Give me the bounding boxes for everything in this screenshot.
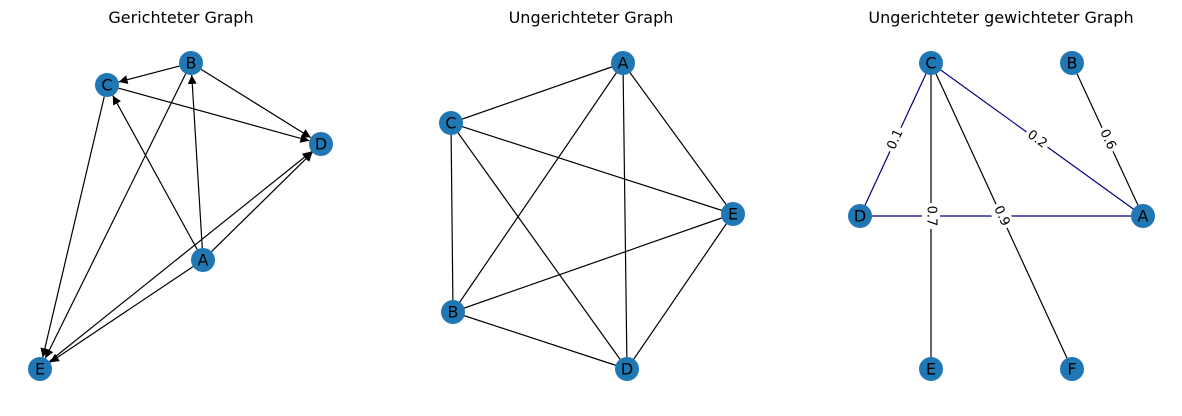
edge-weight-labels: 0.1 0.2 0.6 0.7 0.9 <box>881 123 1122 232</box>
node-circle <box>28 357 52 381</box>
edge-A-D <box>211 151 313 253</box>
nodes-directed: A B C D E <box>28 51 333 381</box>
edge-C-D <box>450 122 628 370</box>
node-circle <box>95 73 119 97</box>
edge-weight-label-background <box>922 203 940 229</box>
node-label: F <box>1067 360 1076 379</box>
node-A: A <box>1131 204 1155 228</box>
panel-undirected-graph: Ungerichteter Graph A B C D E <box>439 8 745 381</box>
edge-B-E <box>44 73 187 359</box>
node-E: E <box>919 357 943 381</box>
node-label: E <box>35 360 45 379</box>
node-A: A <box>611 51 635 75</box>
node-circle <box>919 357 943 381</box>
node-label: B <box>186 54 197 73</box>
node-B: B <box>441 300 465 324</box>
edge-B-D <box>200 68 312 139</box>
panel-title-directed: Gerichteter Graph <box>108 8 253 27</box>
edge-C-B <box>450 122 454 313</box>
node-label: A <box>618 54 629 73</box>
node-circle <box>309 132 333 156</box>
node-F: F <box>1060 357 1084 381</box>
edge-weight-label: 0.7 <box>922 203 940 229</box>
edge-weight-label: 0.6 <box>1093 123 1122 156</box>
node-B: B <box>179 51 203 75</box>
node-circle <box>721 202 745 226</box>
node-circle <box>441 300 465 324</box>
edge-B-E <box>452 213 734 313</box>
edge-A-E <box>49 266 194 363</box>
edges-directed <box>40 65 313 363</box>
node-label: C <box>925 54 936 73</box>
node-label: A <box>198 251 209 270</box>
node-C: C <box>439 111 463 135</box>
node-A: A <box>191 248 215 272</box>
node-circle <box>179 51 203 75</box>
node-label: B <box>448 303 459 322</box>
node-B: B <box>1060 51 1084 75</box>
edge-weight-label-background <box>1021 124 1053 155</box>
edge-A-C <box>450 62 624 124</box>
node-E: E <box>28 357 52 381</box>
node-circle <box>1131 204 1155 228</box>
edge-E-D <box>48 151 313 362</box>
node-label: E <box>728 205 738 224</box>
edge-A-E <box>622 62 734 215</box>
edge-weight-label: 0.2 <box>1021 124 1053 155</box>
node-circle <box>1060 51 1084 75</box>
edge-C-D <box>118 87 310 143</box>
edge-weight-label-background <box>1093 123 1122 156</box>
node-label: A <box>1138 207 1149 226</box>
node-label: B <box>1067 54 1078 73</box>
node-D: D <box>615 357 639 381</box>
edge-C-E <box>40 96 105 358</box>
node-label: D <box>621 360 633 379</box>
nodes-undirected: A B C D E <box>439 51 745 381</box>
node-circle <box>848 204 872 228</box>
node-circle <box>615 357 639 381</box>
node-label: C <box>445 114 456 133</box>
node-label: D <box>315 135 327 154</box>
node-circle <box>1060 357 1084 381</box>
panel-title-undirected: Ungerichteter Graph <box>509 8 674 27</box>
node-label: D <box>854 207 866 226</box>
edge-weight-text: 0.7 <box>924 206 939 227</box>
edge-weight-label: 0.1 <box>881 123 910 156</box>
edge-weight-label-background <box>987 200 1016 232</box>
node-circle <box>611 51 635 75</box>
node-label: E <box>926 360 936 379</box>
panel-title-weighted: Ungerichteter gewichteter Graph <box>868 8 1133 27</box>
node-circle <box>439 111 463 135</box>
edge-B-C <box>118 65 180 85</box>
edge-A-D <box>622 62 628 370</box>
edge-weight-label: 0.9 <box>987 200 1016 232</box>
node-label: C <box>101 76 112 95</box>
node-circle <box>919 51 943 75</box>
node-D: D <box>309 132 333 156</box>
edge-C-E <box>450 122 734 215</box>
node-C: C <box>919 51 943 75</box>
edges-undirected <box>450 62 734 370</box>
edge-A-B <box>452 62 624 313</box>
edge-A-C <box>112 95 198 250</box>
panel-directed-graph: Gerichteter Graph A B C D E <box>28 8 333 381</box>
node-C: C <box>95 73 119 97</box>
nodes-weighted: A B C D E F <box>848 51 1155 381</box>
node-D: D <box>848 204 872 228</box>
node-circle <box>191 248 215 272</box>
edge-A-B <box>187 74 203 249</box>
edge-D-E <box>626 213 734 370</box>
edge-B-D <box>452 311 628 370</box>
node-E: E <box>721 202 745 226</box>
edge-weight-label-background <box>881 123 910 156</box>
